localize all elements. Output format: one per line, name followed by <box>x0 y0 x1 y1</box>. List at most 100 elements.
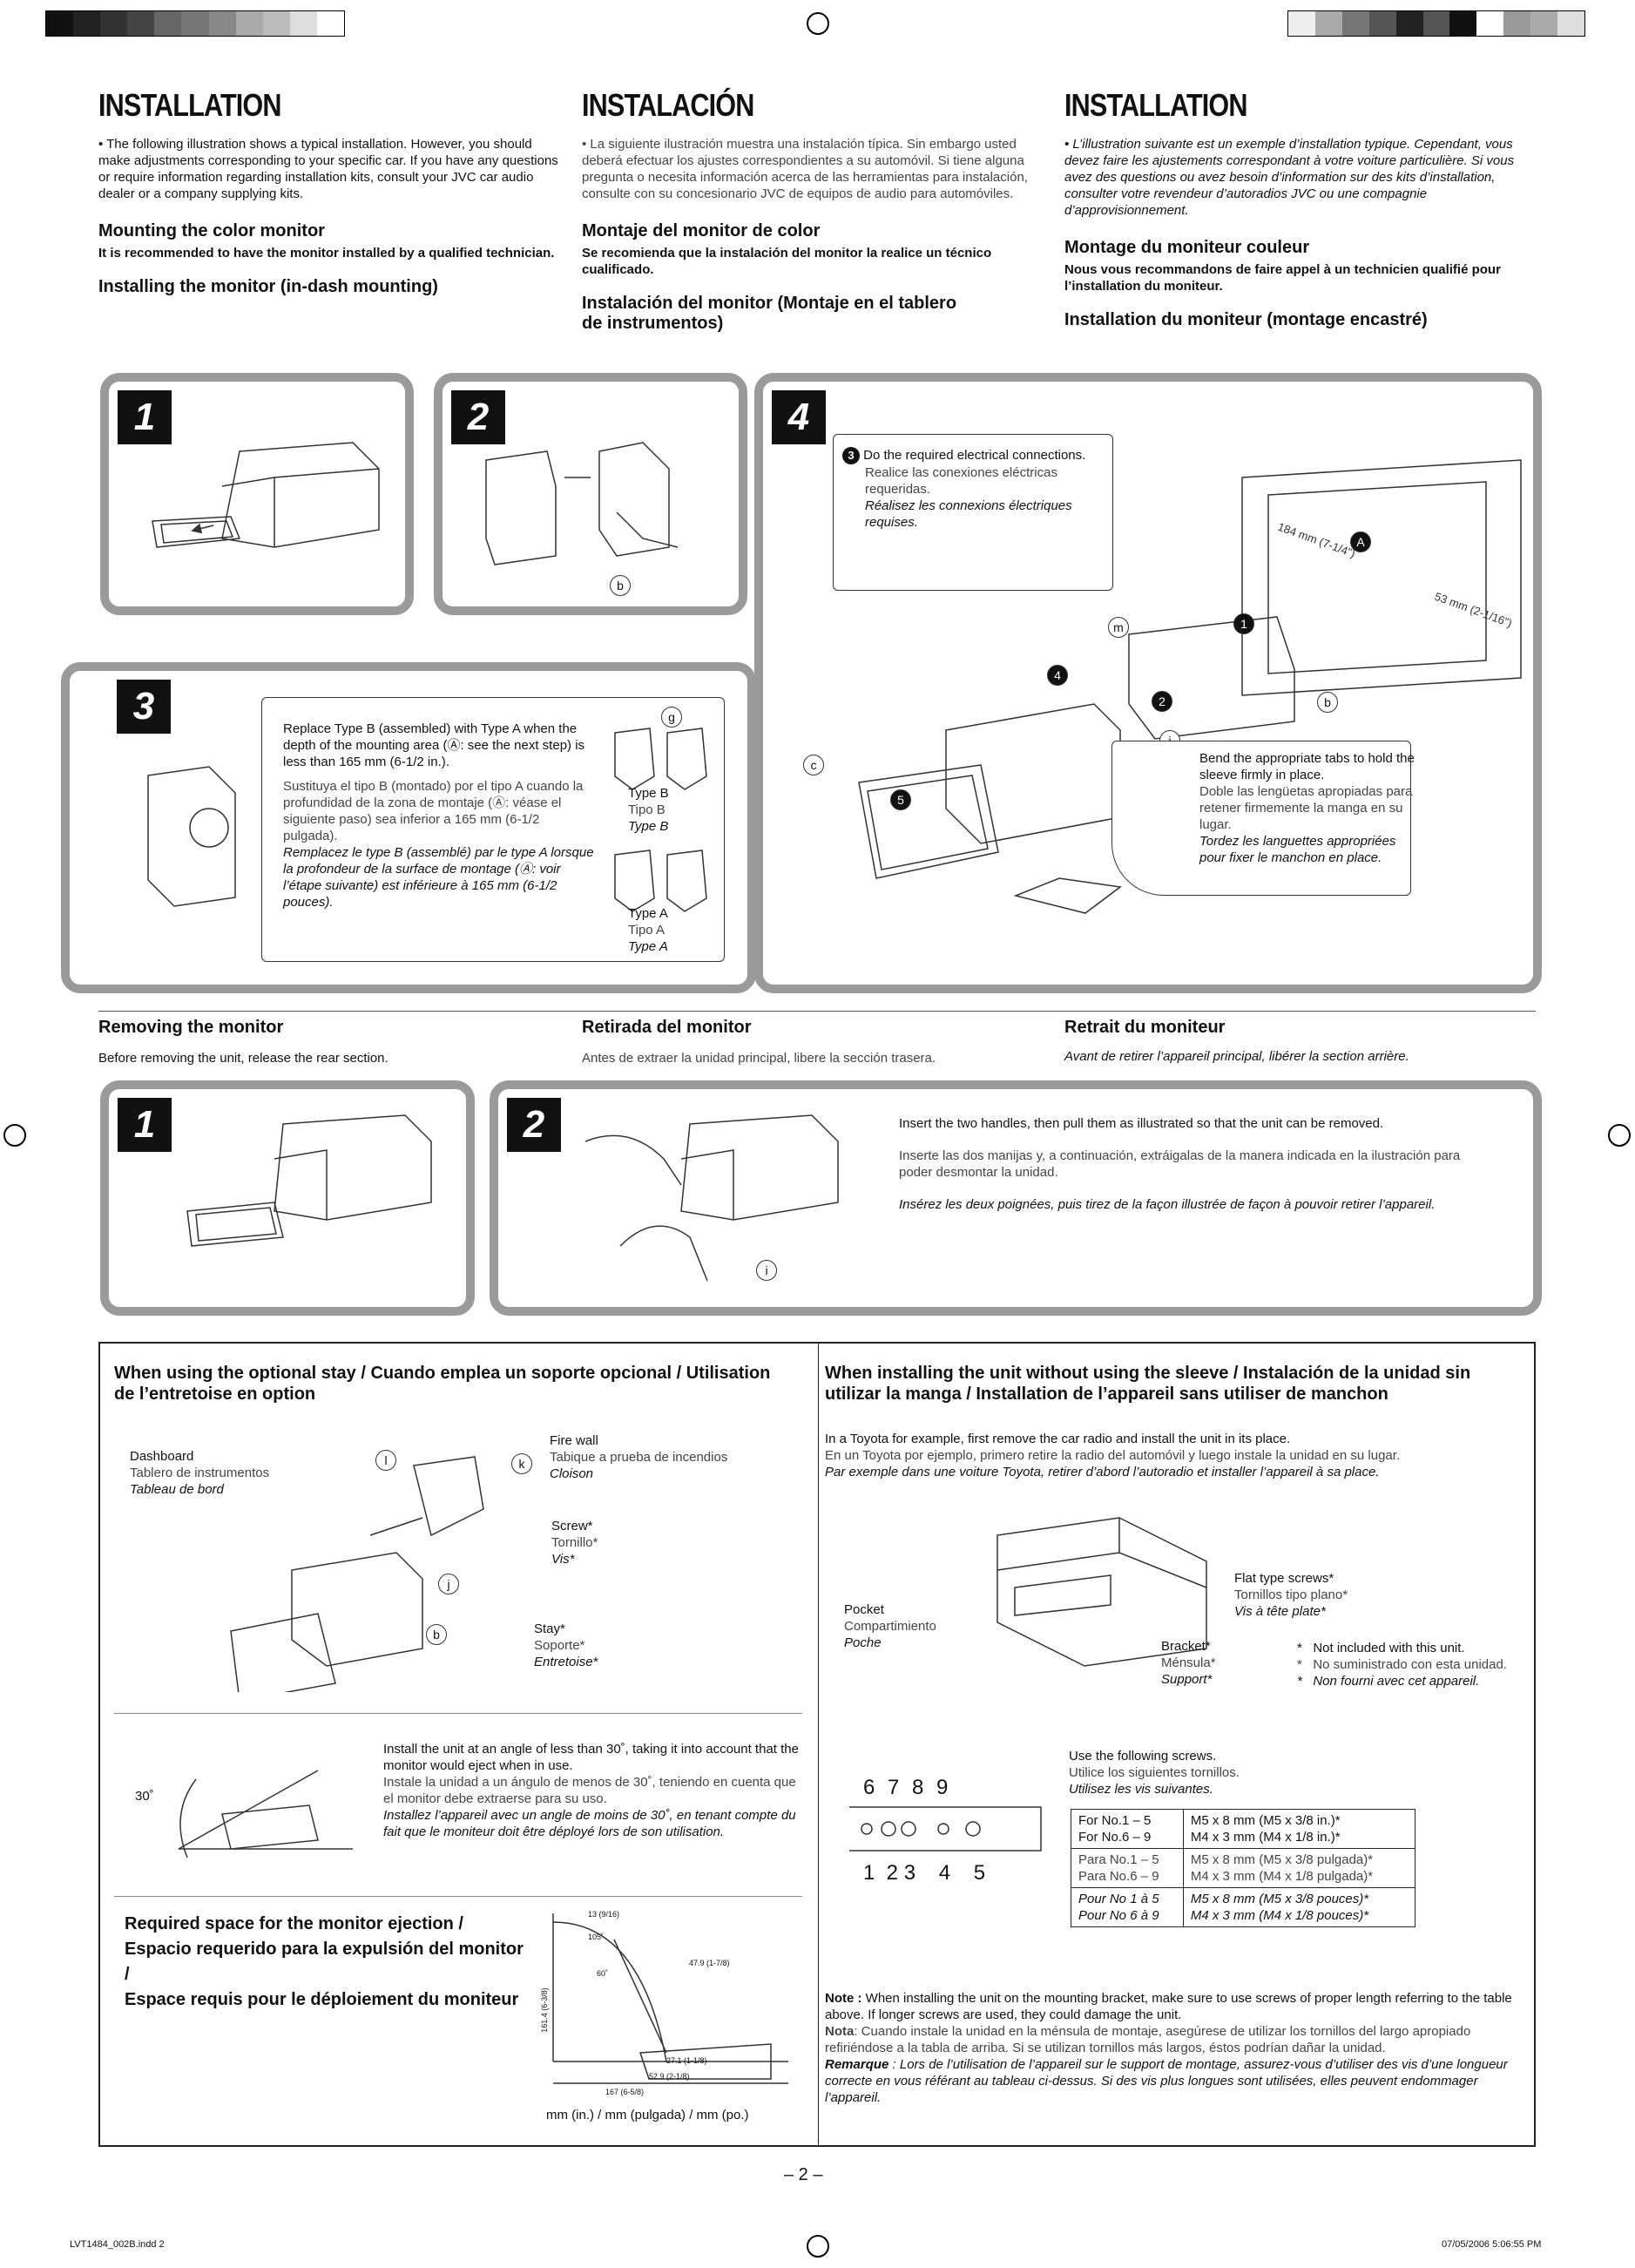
step-1-panel: 1 <box>100 373 414 615</box>
step-number: 2 <box>451 390 505 444</box>
step-3-text-en: Replace Type B (assembled) with Type A w… <box>283 721 585 769</box>
dim-47: 47.9 (1-7/8) <box>689 1959 730 1967</box>
step-2-panel: 2 b <box>434 373 747 615</box>
divider <box>98 1011 1536 1012</box>
page-number: – 2 – <box>784 2165 823 2184</box>
height-dimension: 53 mm (2-1/16") <box>1433 590 1514 630</box>
color-bar-left <box>45 10 345 37</box>
required-space-title: Required space for the monitor ejection … <box>125 1914 524 2009</box>
mounting-note: Se recomienda que la instalación del mon… <box>582 246 992 277</box>
column-fr: INSTALLATION • L’illustration suivante e… <box>1064 87 1535 330</box>
monitor-illustration <box>152 442 380 548</box>
mounting-note: It is recommended to have the monitor in… <box>98 246 555 261</box>
connection-note: 3 Do the required electrical connections… <box>842 447 1095 531</box>
dim-167: 167 (6-5/8) <box>605 2088 645 2096</box>
intro-text: • L’illustration suivante est un exemple… <box>1064 137 1515 218</box>
removing-note-es: Antes de extraer la unidad principal, li… <box>582 1051 936 1066</box>
print-date: 07/05/2006 5:06:55 PM <box>1442 2239 1542 2250</box>
stay-title: When using the optional stay / Cuando em… <box>114 1364 771 1404</box>
section-title: Instalación del monitor (Montaje en el t… <box>582 294 957 333</box>
removing-title-en: Removing the monitor <box>98 1018 284 1037</box>
column-es: INSTALACIÓN • La siguiente ilustración m… <box>582 87 1052 334</box>
page-title: INSTALLATION <box>98 87 281 123</box>
angle-illustration <box>178 1770 353 1858</box>
step-number: 4 <box>772 390 826 444</box>
label-j: j <box>438 1574 459 1594</box>
hole-numbers-bottom: 1 2 3 4 5 <box>863 1861 986 1885</box>
file-name: LVT1484_002B.indd 2 <box>70 2239 165 2250</box>
step-3-text-box: Replace Type B (assembled) with Type A w… <box>261 697 725 962</box>
step-number: 2 <box>507 1098 561 1152</box>
box-divider <box>818 1344 819 2145</box>
hole-numbers-top: 6 7 8 9 <box>863 1776 952 1799</box>
sleeve-removal-illustration <box>485 442 679 565</box>
angle-label: 30˚ <box>135 1789 154 1804</box>
step-3-panel: 3 Replace Type B (assembled) with Type A… <box>61 662 756 993</box>
type-b-bracket-illustration <box>614 728 707 790</box>
stay-illustration <box>230 1456 484 1692</box>
step-3-text-es: Sustituya el tipo B (montado) por el tip… <box>283 779 584 843</box>
label-1: 1 <box>1233 613 1254 634</box>
page-title: INSTALACIÓN <box>582 87 754 123</box>
label-b: b <box>610 575 631 596</box>
type-a-bracket-illustration <box>614 850 707 912</box>
label-b: b <box>426 1624 447 1645</box>
divider <box>114 1896 802 1897</box>
dim-13: 13 (9/16) <box>588 1910 620 1919</box>
angle-text: Install the unit at an angle of less tha… <box>383 1742 799 1839</box>
label-b: b <box>1317 692 1338 713</box>
dim-161: 161.4 (6-3/8) <box>539 1987 549 2033</box>
column-en: INSTALLATION • The following illustratio… <box>98 87 560 297</box>
step-4-panel: 4 3 Do the required electrical connectio… <box>754 373 1542 993</box>
dim-105: 105˚ <box>588 1933 605 1941</box>
label-g: g <box>661 707 682 728</box>
page-title: INSTALLATION <box>1064 87 1247 123</box>
label-2: 2 <box>1152 691 1172 712</box>
intro-text: • La siguiente ilustración muestra una i… <box>582 137 1028 201</box>
in-dash-installation-illustration: 184 mm (7-1/4") 53 mm (2-1/16") <box>858 459 1522 914</box>
screw-holes-diagram <box>849 1806 1042 1852</box>
section-title: Montage du moniteur couleur <box>1064 238 1310 257</box>
dim-27: 27.1 (1-1/8) <box>666 2056 707 2065</box>
intro-text: • The following illustration shows a typ… <box>98 137 558 201</box>
screw-length-note: Note : When installing the unit on the m… <box>825 1991 1512 2105</box>
dim-52: 52.9 (2-1/8) <box>649 2072 690 2081</box>
depth-dimension: 184 mm (7-1/4") <box>1276 520 1357 560</box>
removing-title-es: Retirada del monitor <box>582 1018 752 1037</box>
flat-screws-label: Flat type screws*Tornillos tipo plano*Vi… <box>1234 1571 1348 1619</box>
mounting-note: Nous vous recommandons de faire appel à … <box>1064 262 1501 294</box>
registration-mark-left <box>3 1124 26 1147</box>
registration-mark-top <box>807 12 829 35</box>
bottom-box: When using the optional stay / Cuando em… <box>98 1342 1536 2147</box>
sleeve-title: When installing the unit without using t… <box>825 1364 1471 1404</box>
step-number: 1 <box>118 390 172 444</box>
use-screws-label: Use the following screws.Utilice los sig… <box>1069 1749 1240 1797</box>
remove-step-2-text: Insert the two handles, then pull them a… <box>899 1116 1461 1212</box>
step-number: 3 <box>117 680 171 734</box>
screw-label: Screw*Tornillo*Vis* <box>551 1519 598 1567</box>
handles-illustration <box>584 1114 839 1282</box>
bracket-label: Bracket*Ménsula*Support* <box>1161 1639 1216 1687</box>
label-k: k <box>511 1453 532 1474</box>
label-4: 4 <box>1047 665 1068 686</box>
stay-label: Stay*Soporte*Entretoise* <box>534 1621 598 1669</box>
sleeve-intro: In a Toyota for example, first remove th… <box>825 1432 1401 1479</box>
step-number: 1 <box>118 1098 172 1152</box>
tabs-note: Bend the appropriate tabs to hold the sl… <box>1199 751 1415 865</box>
label-l: l <box>375 1450 396 1471</box>
remove-step-1-panel: 1 <box>100 1080 475 1316</box>
units-label: mm (in.) / mm (pulgada) / mm (po.) <box>546 2108 749 2122</box>
toyota-bracket-illustration <box>997 1517 1207 1667</box>
registration-mark-right <box>1608 1124 1631 1147</box>
label-i: i <box>756 1260 777 1281</box>
label-c: c <box>803 755 824 775</box>
remove-step-2-panel: 2 i Insert the two handles, then pull th… <box>490 1080 1542 1316</box>
